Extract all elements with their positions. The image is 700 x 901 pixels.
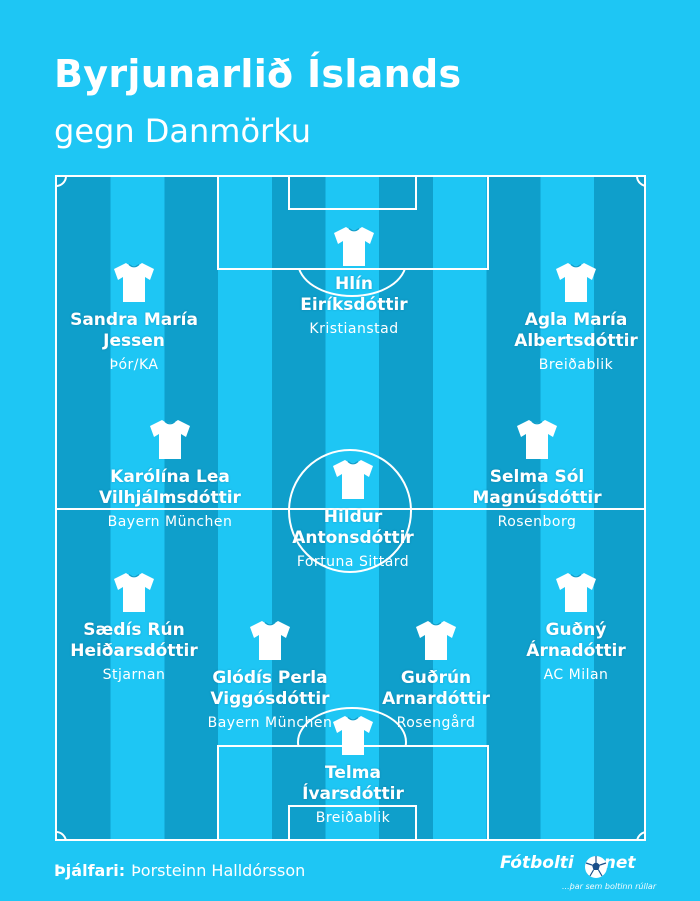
player-name: Karólína Lea [110,467,230,487]
corner-arc-top-left [57,177,67,187]
player-name: Sandra María [70,310,198,330]
logo-text-left: Fótbolti [500,853,574,873]
player-name: Glódís Perla [212,668,328,688]
shirt-icon [554,260,598,304]
coach-name: Þorsteinn Halldórsson [131,861,306,880]
player-surname: Heiðarsdóttir [70,641,198,661]
corner-arc-bottom-left [57,831,67,839]
player-club: Bayern München [207,715,333,731]
player-name: Guðrún [400,668,472,688]
player-surname: Eiríksdóttir [300,295,408,315]
player-club: Stjarnan [102,667,166,683]
player-surname: Vilhjálmsdóttir [99,488,241,508]
shirt-icon [331,457,375,501]
coach-label: Þjálfari: [54,861,126,880]
player-club: Breiðablik [315,810,391,826]
bottom-goal-box [288,805,417,839]
player-name: Hlín [335,274,373,294]
player-surname: Albertsdóttir [514,331,638,351]
corner-arc-bottom-right [636,831,644,839]
shirt-icon [554,570,598,614]
player-surname: Árnadóttir [526,641,626,661]
player-name: Telma [325,763,381,783]
player-name: Guðný [545,620,607,640]
logo-text-right: net [603,853,636,873]
shirt-icon [248,618,292,662]
player-surname: Magnúsdóttir [472,488,602,508]
player-surname: Jessen [103,331,165,351]
football-icon [585,856,607,878]
center-circle [288,449,412,573]
fotbolti-net-logo[interactable]: Fótbolti net ...þar sem boltinn rúllar [500,852,656,896]
player-name: Agla María [524,310,628,330]
player-surname: Arnardóttir [382,689,490,709]
top-goal-box [288,177,417,210]
shirt-icon [332,224,376,268]
player-name: Selma Sól [489,467,585,487]
corner-arc-top-right [636,177,644,187]
player-club: Breiðablik [538,357,614,373]
shirt-icon [112,570,156,614]
player-surname: Viggósdóttir [210,689,330,709]
page-title: Byrjunarlið Íslands [54,52,462,96]
player-club: AC Milan [543,667,609,683]
page-subtitle: gegn Danmörku [54,112,312,150]
logo-tagline: ...þar sem boltinn rúllar [562,882,657,891]
shirt-icon [331,713,375,757]
shirt-icon [112,260,156,304]
player-name: Sædís Rún [83,620,185,640]
shirt-icon [148,417,192,461]
player-name: Hildur [323,507,383,527]
player-club: Kristianstad [309,321,399,337]
shirt-icon [414,618,458,662]
player-surname: Antonsdóttir [292,528,414,548]
coach-line: Þjálfari: Þorsteinn Halldórsson [54,861,305,881]
player-club: Þór/KA [109,357,159,373]
player-club: Rosenborg [497,514,577,530]
player-surname: Ívarsdóttir [302,784,404,804]
shirt-icon [515,417,559,461]
player-club: Bayern München [107,514,233,530]
player-club: Fortuna Sittard [296,554,410,570]
player-club: Rosengård [396,715,476,731]
